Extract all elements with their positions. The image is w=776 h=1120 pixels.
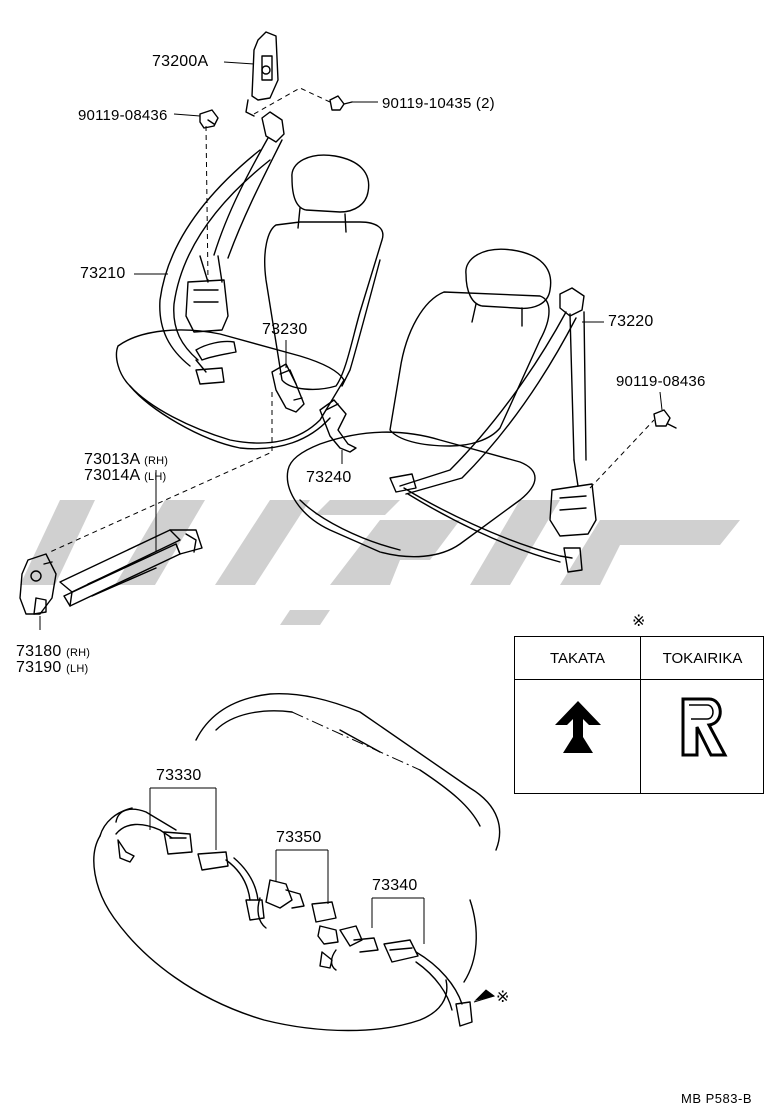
legend-takata-header: TAKATA — [515, 637, 641, 680]
dashed-leaders — [49, 87, 655, 553]
label-73180: 73180 (RH) — [16, 644, 90, 660]
right-seatbelt-assembly — [389, 287, 597, 573]
shoulder-anchor-adjuster — [245, 31, 279, 117]
label-73200A: 73200A — [152, 53, 209, 70]
rear-seatbelts — [115, 808, 473, 1027]
label-73240: 73240 — [306, 469, 352, 486]
footer-code: MB P583-B — [681, 1091, 752, 1106]
legend-divider — [640, 637, 641, 793]
label-73220: 73220 — [608, 313, 654, 330]
label-90119-10435: 90119-10435 (2) — [382, 95, 495, 112]
buckle-73230 — [271, 363, 305, 413]
rear-seat — [93, 692, 501, 1032]
legend-mark: ※ — [632, 613, 646, 630]
label-73230: 73230 — [262, 321, 308, 338]
tokairika-logo-icon — [681, 697, 728, 757]
label-73210: 73210 — [80, 265, 126, 282]
label-73013A-side: (RH) — [144, 455, 169, 467]
takata-logo-icon — [555, 701, 601, 753]
label-73014A: 73014A (LH) — [84, 468, 166, 484]
seat-rail — [59, 529, 203, 607]
solid-leaders — [39, 61, 663, 1003]
label-73190: 73190 (LH) — [16, 660, 88, 676]
label-73330: 73330 — [156, 767, 202, 784]
label-73180-side: (RH) — [66, 647, 91, 659]
label-73013A-code: 73013A — [84, 451, 140, 468]
callout-mark: ※ — [496, 989, 510, 1006]
label-73190-code: 73190 — [16, 659, 62, 676]
buckle-73240 — [319, 399, 357, 453]
left-seatbelt-assembly — [159, 111, 285, 385]
bolt-right — [653, 409, 677, 429]
legend-tokairika-header: TOKAIRIKA — [641, 637, 764, 680]
bolt-top-right — [329, 95, 353, 111]
label-73190-side: (LH) — [66, 663, 89, 675]
label-73340: 73340 — [372, 877, 418, 894]
watermark-logo — [20, 500, 740, 625]
callout-arrow — [474, 989, 496, 1001]
label-73180-code: 73180 — [16, 643, 62, 660]
label-73350: 73350 — [276, 829, 322, 846]
label-73014A-side: (LH) — [144, 471, 167, 483]
belt-anchor-bracket — [19, 553, 57, 615]
label-90119-08436-top: 90119-08436 — [78, 107, 168, 124]
label-90119-08436-right: 90119-08436 — [616, 373, 706, 390]
right-front-seat — [286, 248, 552, 558]
label-73013A: 73013A (RH) — [84, 452, 168, 468]
manufacturer-legend: TAKATA TOKAIRIKA — [514, 636, 764, 794]
left-front-seat — [115, 154, 384, 450]
bolt-top-left — [199, 109, 219, 129]
label-73014A-code: 73014A — [84, 467, 140, 484]
rear-seat-centerline — [291, 711, 421, 771]
